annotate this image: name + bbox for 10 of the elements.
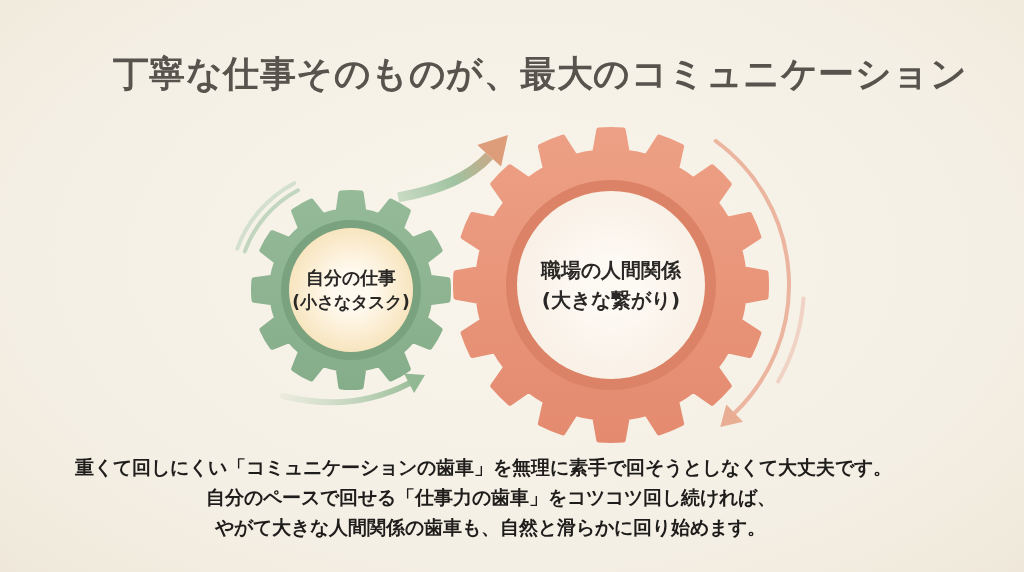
gear <box>453 127 769 443</box>
gear-label: 自分の仕事 <box>306 266 396 290</box>
gear <box>251 190 451 390</box>
arrow <box>397 135 509 203</box>
caption-text: 重くて回しにくい「コミュニケーションの歯車」を無理に素手で回そうとしなくて大丈夫です。 <box>74 455 894 480</box>
gear-sublabel: (小さなタスク) <box>292 291 410 314</box>
gear-label: 職場の人間関係 <box>541 257 681 284</box>
gear-sublabel: (大きな繋がり) <box>541 287 681 314</box>
caption-text: 自分のペースで回せる「仕事力の歯車」をコツコツ回し続ければ、やがて大きな人間関係の歯車も、自然と滑らかに回り始めます。 <box>204 485 777 540</box>
title: 丁寧な仕事そのものが、最大のコミュニケーション <box>111 52 969 96</box>
